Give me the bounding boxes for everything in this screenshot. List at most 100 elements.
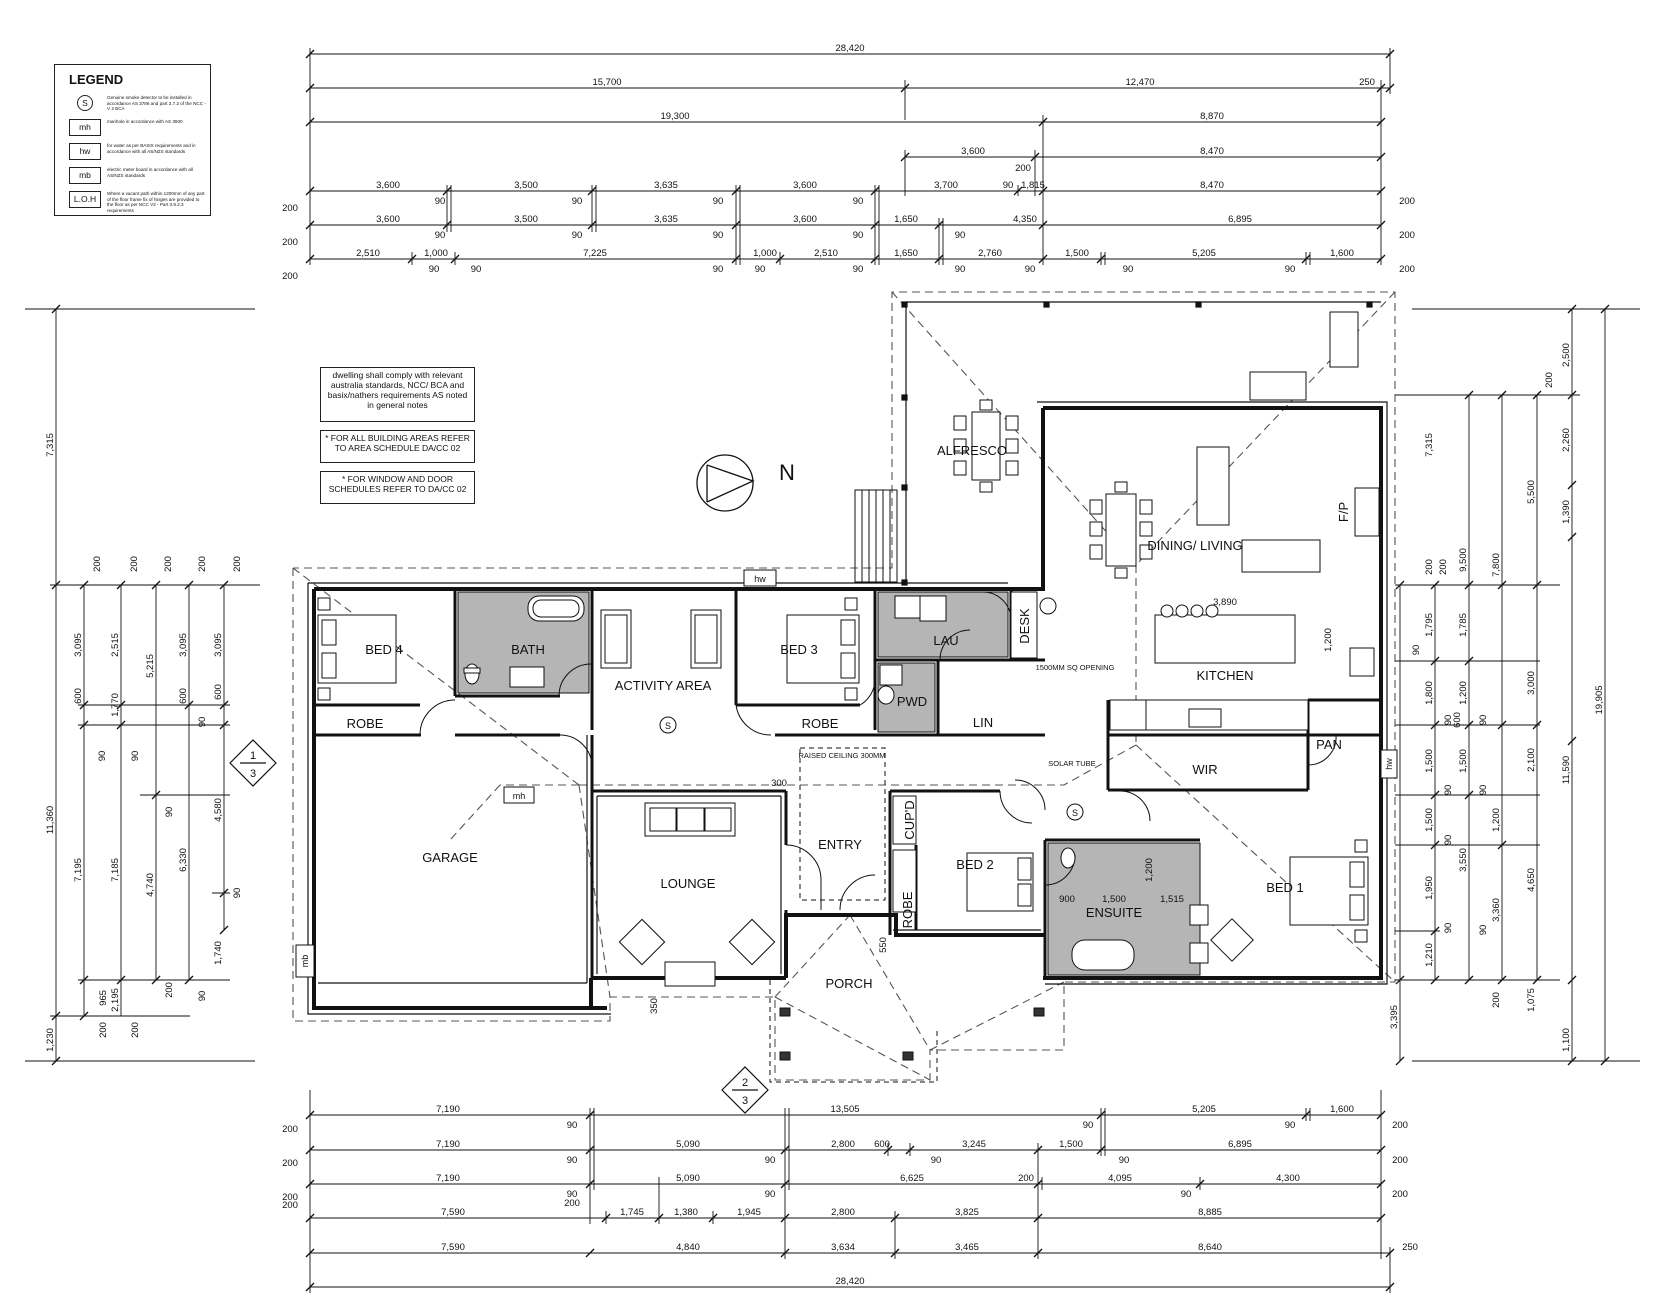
kitchen-island bbox=[1154, 604, 1296, 664]
svg-text:8,870: 8,870 bbox=[1200, 111, 1224, 122]
room-labels: BED 4 BATH ACTIVITY AREA BED 3 LAU DESK … bbox=[347, 443, 1351, 991]
svg-text:1,770: 1,770 bbox=[110, 693, 121, 717]
svg-text:1,390: 1,390 bbox=[1561, 500, 1572, 524]
svg-text:1,795: 1,795 bbox=[1424, 613, 1435, 637]
svg-text:5,205: 5,205 bbox=[1192, 1104, 1216, 1115]
svg-text:2,260: 2,260 bbox=[1561, 428, 1572, 452]
svg-text:90: 90 bbox=[1478, 715, 1489, 726]
svg-text:90: 90 bbox=[1083, 1120, 1094, 1131]
svg-text:1,500: 1,500 bbox=[1424, 749, 1435, 773]
smoke-detector-icon: S bbox=[77, 95, 93, 111]
svg-text:90: 90 bbox=[931, 1155, 942, 1166]
svg-text:3,395: 3,395 bbox=[1389, 1005, 1400, 1029]
svg-text:3,500: 3,500 bbox=[514, 180, 538, 191]
bed-4-bed bbox=[317, 597, 397, 701]
right-dimension-strings bbox=[1395, 308, 1640, 1062]
svg-text:11,590: 11,590 bbox=[1561, 756, 1572, 784]
svg-text:200: 200 bbox=[282, 1158, 298, 1169]
opening-note: 1500MM SQ OPENING bbox=[1036, 663, 1115, 672]
svg-text:1,075: 1,075 bbox=[1526, 988, 1537, 1012]
alfresco-table bbox=[953, 399, 1019, 493]
svg-text:2,510: 2,510 bbox=[814, 248, 838, 259]
svg-text:13,505: 13,505 bbox=[830, 1104, 859, 1115]
svg-text:2,100: 2,100 bbox=[1526, 748, 1537, 772]
svg-text:5,500: 5,500 bbox=[1526, 480, 1537, 504]
hot-water-label: hw bbox=[754, 574, 766, 584]
room-robe-bed3: ROBE bbox=[802, 716, 839, 731]
svg-text:200: 200 bbox=[282, 1192, 298, 1203]
svg-text:3,600: 3,600 bbox=[376, 180, 400, 191]
dining-table bbox=[1089, 481, 1153, 579]
svg-text:90: 90 bbox=[853, 264, 864, 275]
svg-text:1,500: 1,500 bbox=[1458, 749, 1469, 773]
svg-text:7,315: 7,315 bbox=[1424, 433, 1435, 457]
svg-text:965: 965 bbox=[98, 990, 109, 1006]
svg-text:4,840: 4,840 bbox=[676, 1242, 700, 1253]
svg-text:90: 90 bbox=[471, 264, 482, 275]
legend-row-manhole: mh manhole in accordance with AS 3500 bbox=[69, 119, 209, 137]
room-fireplace: F/P bbox=[1336, 502, 1351, 522]
room-cupboard: CUP'D bbox=[902, 800, 917, 839]
svg-text:90: 90 bbox=[713, 196, 724, 207]
svg-text:200: 200 bbox=[1544, 372, 1555, 388]
svg-text:600: 600 bbox=[178, 688, 189, 704]
svg-text:1,800: 1,800 bbox=[1424, 681, 1435, 705]
north-arrow-icon bbox=[696, 454, 755, 512]
svg-text:5,090: 5,090 bbox=[676, 1139, 700, 1150]
lounge-sofa bbox=[644, 802, 736, 837]
svg-text:1,600: 1,600 bbox=[1330, 248, 1354, 259]
bottom-dimension-labels: 7,190 90 13,505 90 5,205 90 1,600 200 7,… bbox=[282, 1104, 1418, 1287]
svg-text:1,200: 1,200 bbox=[1458, 681, 1469, 705]
svg-text:90: 90 bbox=[197, 717, 208, 728]
room-bed-1: BED 1 bbox=[1266, 880, 1304, 895]
svg-text:200: 200 bbox=[129, 556, 140, 572]
room-kitchen: KITCHEN bbox=[1196, 668, 1253, 683]
room-bath: BATH bbox=[511, 642, 545, 657]
svg-text:4,650: 4,650 bbox=[1526, 868, 1537, 892]
vanity bbox=[509, 666, 545, 688]
svg-text:7,590: 7,590 bbox=[441, 1242, 465, 1253]
svg-text:1,000: 1,000 bbox=[753, 248, 777, 259]
svg-text:4,740: 4,740 bbox=[145, 873, 156, 897]
legend-panel: LEGEND S Genuine smoke detector to be in… bbox=[54, 64, 211, 216]
section-2-number: 2 bbox=[742, 1077, 748, 1089]
room-ensuite: ENSUITE bbox=[1086, 905, 1143, 920]
svg-text:200: 200 bbox=[130, 1022, 141, 1038]
svg-text:3,550: 3,550 bbox=[1458, 848, 1469, 872]
svg-text:7,590: 7,590 bbox=[441, 1207, 465, 1218]
svg-text:1,000: 1,000 bbox=[424, 248, 448, 259]
svg-text:90: 90 bbox=[755, 264, 766, 275]
svg-text:1,210: 1,210 bbox=[1424, 943, 1435, 967]
svg-text:9,500: 9,500 bbox=[1458, 548, 1469, 572]
svg-text:90: 90 bbox=[572, 196, 583, 207]
svg-text:7,225: 7,225 bbox=[583, 248, 607, 259]
svg-text:90: 90 bbox=[1123, 264, 1134, 275]
svg-text:3,634: 3,634 bbox=[831, 1242, 855, 1253]
svg-text:550: 550 bbox=[878, 937, 889, 953]
room-robe-bed4: ROBE bbox=[347, 716, 384, 731]
room-lin: LIN bbox=[973, 715, 993, 730]
room-wir: WIR bbox=[1192, 762, 1217, 777]
svg-text:90: 90 bbox=[1443, 785, 1454, 796]
bed-3-bed bbox=[786, 597, 860, 701]
room-lounge: LOUNGE bbox=[661, 876, 716, 891]
hot-water-symbol: hw bbox=[69, 143, 101, 160]
svg-text:2,195: 2,195 bbox=[110, 988, 121, 1012]
svg-text:200: 200 bbox=[282, 1124, 298, 1135]
svg-text:4,580: 4,580 bbox=[213, 798, 224, 822]
hw-right bbox=[1380, 749, 1398, 779]
svg-text:90: 90 bbox=[435, 230, 446, 241]
svg-text:3,095: 3,095 bbox=[178, 633, 189, 657]
svg-text:200: 200 bbox=[282, 1200, 298, 1211]
svg-text:11,360: 11,360 bbox=[45, 806, 56, 834]
window-door-schedule-note: * FOR WINDOW AND DOOR SCHEDULES REFER TO… bbox=[320, 471, 475, 504]
svg-text:1,100: 1,100 bbox=[1561, 1028, 1572, 1052]
bath-tub bbox=[527, 595, 585, 622]
svg-text:200: 200 bbox=[1399, 230, 1415, 241]
legend-row-meter-board: mb electric meter board in accordance wi… bbox=[69, 167, 209, 185]
svg-text:7,195: 7,195 bbox=[73, 858, 84, 882]
svg-text:90: 90 bbox=[97, 751, 108, 762]
svg-text:600: 600 bbox=[1452, 712, 1463, 728]
svg-text:1,515: 1,515 bbox=[1160, 894, 1184, 905]
svg-text:200: 200 bbox=[163, 556, 174, 572]
